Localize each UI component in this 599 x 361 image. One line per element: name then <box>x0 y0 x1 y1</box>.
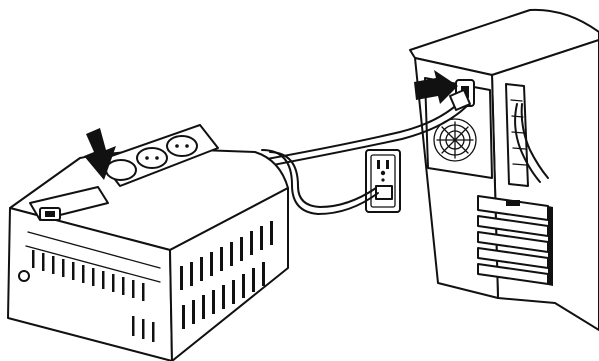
expansion-slots <box>478 196 553 286</box>
ups-side-port <box>19 271 29 281</box>
ups-socket-3 <box>167 136 197 156</box>
outlet-screw <box>381 178 384 181</box>
wall-outlet <box>366 150 400 212</box>
computer-tower <box>410 10 599 330</box>
ups-unit <box>8 125 288 361</box>
ups-socket-2 <box>137 148 167 168</box>
ups-socket-1 <box>106 160 136 180</box>
